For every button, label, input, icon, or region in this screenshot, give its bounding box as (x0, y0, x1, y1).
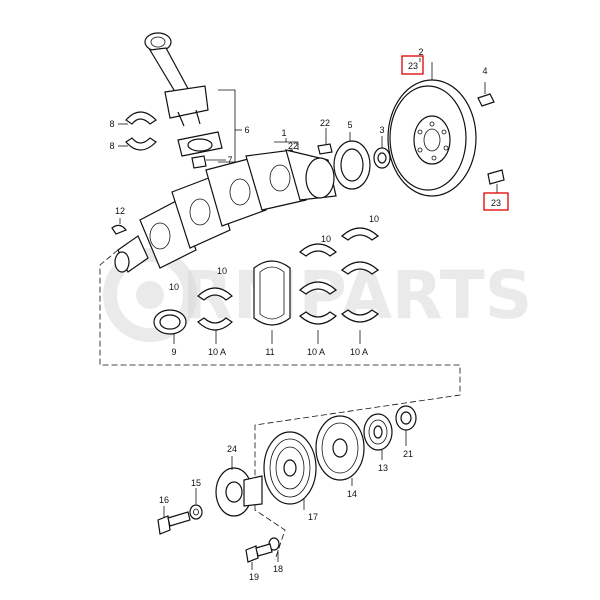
callout-14: 14 (347, 489, 357, 499)
callout-10-d: 10 (169, 282, 179, 292)
bracket-6 (218, 89, 236, 163)
thrust-washer (395, 405, 417, 431)
callout-10-a: 10 (369, 214, 379, 224)
main-bearing-shell-10-upper-3b (341, 261, 379, 275)
crankshaft (114, 149, 337, 273)
small-bolt (245, 543, 273, 563)
flywheel-dowel (487, 169, 505, 193)
callout-7: 7 (227, 155, 232, 165)
dowel-pin (317, 143, 333, 155)
main-bearing-shell-9 (153, 309, 187, 335)
highlight-box-23-side (483, 192, 509, 211)
callout-8-lower: 8 (109, 141, 114, 151)
flywheel-bolt (477, 82, 495, 107)
woodruff-key (111, 224, 127, 235)
callout-10-c: 10 (217, 266, 227, 276)
bracket-1 (274, 141, 299, 150)
rod-nut (191, 155, 207, 169)
callout-22-bracket: 22 (288, 141, 298, 151)
callout-11: 11 (265, 347, 274, 357)
callout-22: 22 (320, 118, 330, 128)
oil-seal (333, 140, 371, 190)
callout-2: 2 (418, 47, 423, 57)
callout-9: 9 (171, 347, 176, 357)
highlight-box-23-top (401, 55, 424, 75)
callout-6: 6 (244, 125, 249, 135)
connecting-rod (144, 32, 209, 127)
callout-15: 15 (191, 478, 201, 488)
thrust-bearing-11 (253, 260, 291, 326)
callout-23-top: 23 (408, 61, 418, 71)
callout-23-side: 23 (491, 198, 501, 208)
pulley-hub (215, 467, 263, 517)
rod-bearing-upper (125, 111, 157, 125)
callout-13: 13 (378, 463, 388, 473)
rod-bearing-lower (125, 137, 157, 151)
main-bearing-shell-10A-1 (197, 317, 233, 331)
callout-10A-2: 10 A (307, 347, 325, 357)
callout-21: 21 (403, 449, 413, 459)
callout-8-upper: 8 (109, 119, 114, 129)
callout-10-b: 10 (321, 234, 331, 244)
crank-pulley (263, 431, 317, 505)
pulley-bolt (157, 511, 191, 535)
callout-16: 16 (159, 495, 169, 505)
timing-sprocket-small (363, 413, 393, 451)
bolt-washer (189, 504, 203, 520)
pilot-bearing (373, 147, 391, 169)
callout-12: 12 (115, 206, 125, 216)
callout-5: 5 (347, 120, 352, 130)
callout-10A-1: 10 A (208, 347, 226, 357)
main-bearing-shell-10-upper-3 (341, 227, 379, 241)
rod-cap (177, 131, 223, 157)
callout-18: 18 (273, 564, 283, 574)
timing-belt-gear (315, 415, 365, 481)
callout-19: 19 (249, 572, 259, 582)
callout-17: 17 (308, 512, 318, 522)
main-bearing-shell-10-upper-2b (299, 281, 337, 295)
main-bearing-shell-10A-3 (341, 309, 379, 323)
main-bearing-shell-10-upper-1 (197, 287, 233, 301)
flywheel (387, 79, 477, 197)
main-bearing-shell-10-upper-2 (299, 243, 337, 257)
callout-24: 24 (227, 444, 237, 454)
callout-3: 3 (379, 125, 384, 135)
callout-4: 4 (482, 66, 487, 76)
main-bearing-shell-10A-2 (299, 311, 337, 325)
callout-10A-3: 10 A (350, 347, 368, 357)
assembly-boundary (99, 249, 461, 561)
callout-1: 1 (281, 128, 286, 138)
